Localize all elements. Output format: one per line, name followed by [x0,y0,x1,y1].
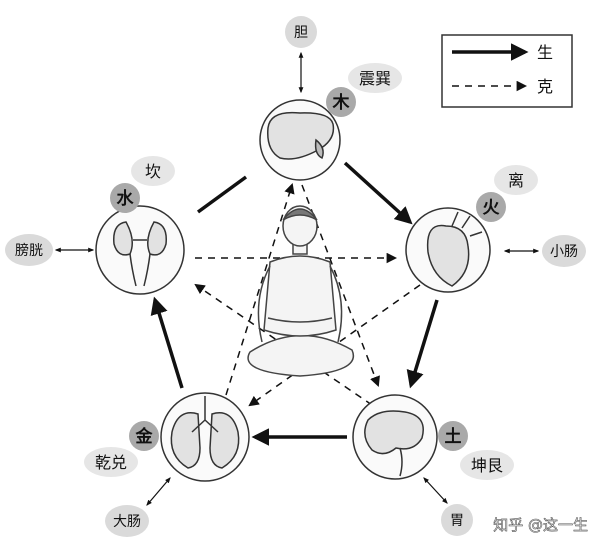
small-intestine-badge [542,235,586,267]
wood-node: 木 震巽 胆 [259,16,402,181]
earth-trigram-badge [460,450,514,480]
stomach-icon [364,410,424,477]
wood-trigram-badge [348,63,402,93]
water-element-badge [110,183,140,213]
dash-metal-to-wood [225,182,295,396]
earth-element-label: 土 [445,426,462,447]
fire-element-label: 火 [483,198,501,218]
arrow-water-to-wood [196,175,248,214]
fire-node: 火 离 小肠 [405,165,586,293]
meditating-figure-illustration [247,205,355,377]
large-intestine-link [146,477,171,506]
gallbladder-badge [285,16,317,48]
heart-icon [426,211,483,287]
large-intestine-badge [105,505,149,537]
earth-node: 土 坤艮 胃 [352,394,514,536]
arrow-wood-to-fire [343,161,413,225]
metal-element-label: 金 [135,426,154,447]
small-intestine-label: 小肠 [550,244,578,260]
stomach-link [423,477,448,504]
stomach-badge [441,504,473,536]
legend-solid-label: 生 [537,43,553,62]
watermark-text: 知乎 @这一生 [493,516,588,534]
water-trigram-badge [131,156,175,186]
earth-trigram-label: 坤艮 [471,456,503,475]
fire-trigram-label: 离 [508,171,524,190]
liver-icon [267,111,335,160]
bladder-badge [5,234,53,266]
water-element-label: 水 [117,188,135,209]
wood-element-label: 木 [332,92,351,113]
metal-trigram-badge [84,447,138,477]
generating-cycle [150,161,439,446]
wood-trigram-label: 震巽 [359,69,391,88]
legend: 生 克 [441,34,573,108]
water-node: 水 坎 膀胱 [5,156,185,295]
legend-frame [441,34,573,108]
legend-dashed-label: 克 [537,77,553,96]
large-intestine-label: 大肠 [113,514,141,530]
dash-wood-to-earth [301,184,380,387]
lungs-icon [170,396,240,469]
metal-node: 金 乾兑 大肠 [84,392,250,537]
earth-element-badge [438,421,468,451]
wood-element-badge [326,87,356,117]
kidneys-icon [113,221,167,287]
arrow-fire-to-earth [406,299,439,389]
water-circle [95,205,185,295]
stomach-label: 胃 [450,513,464,529]
arrow-metal-to-water [150,296,184,389]
fire-element-badge [476,192,506,222]
bladder-label: 膀胱 [15,242,43,259]
metal-element-badge [129,421,159,451]
gallbladder-label: 胆 [294,25,308,41]
fire-trigram-badge [494,165,538,195]
metal-trigram-label: 乾兑 [95,453,127,472]
water-trigram-label: 坎 [145,162,161,181]
